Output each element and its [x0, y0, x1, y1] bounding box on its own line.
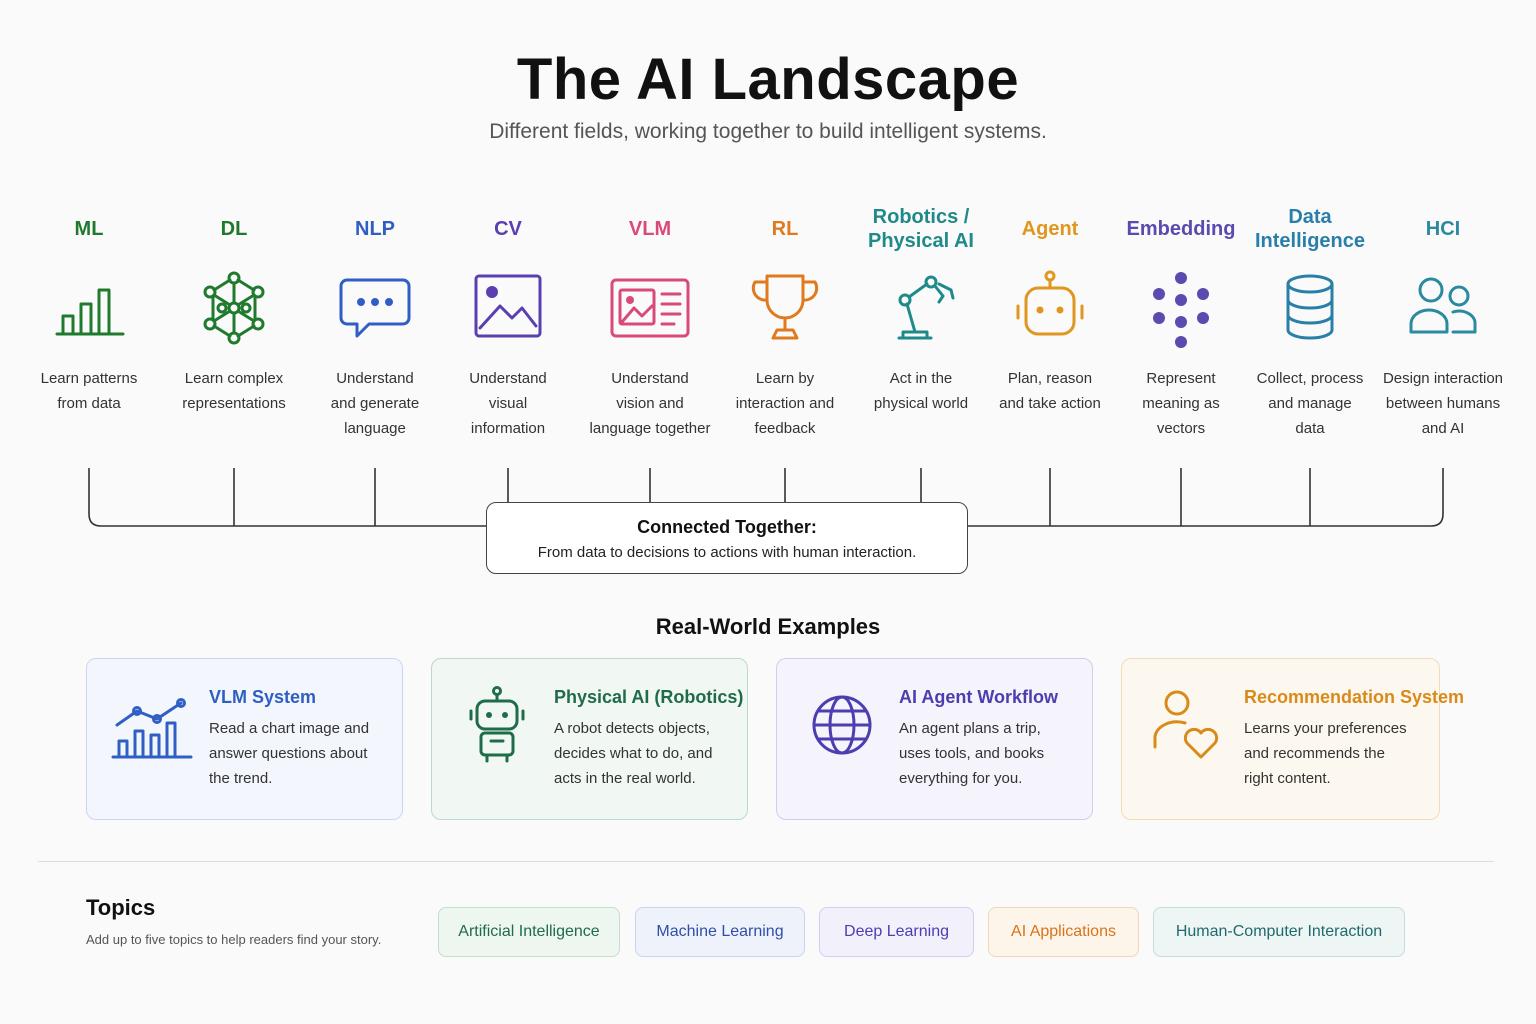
- field-desc: Collect, process and manage data: [1256, 370, 1364, 437]
- user-heart-icon: [1142, 685, 1232, 765]
- connected-title: Connected Together:: [637, 517, 817, 537]
- image-icon: [433, 258, 583, 358]
- example-card-recommendation-system[interactable]: Recommendation System Learns your prefer…: [1121, 658, 1464, 820]
- field-name: ML: [74, 218, 104, 240]
- field-name: CV: [494, 218, 522, 240]
- field-dl: DL Learn complex representations: [159, 200, 309, 416]
- example-card-vlm-system[interactable]: VLM System Read a chart image and answer…: [86, 658, 403, 820]
- field-embedding: Embedding Represent meaning as vectors: [1106, 200, 1256, 441]
- field-name: HCI: [1425, 218, 1461, 240]
- chat-bubble-icon: [300, 258, 450, 358]
- topic-tag-artificial-intelligence[interactable]: Artificial Intelligence: [438, 907, 620, 957]
- field-data-intelligence: Data Intelligence Collect, process and m…: [1235, 200, 1385, 441]
- field-nlp: NLP Understand and generate language: [300, 200, 450, 441]
- robot-head-icon: [975, 258, 1125, 358]
- globe-icon: [797, 685, 887, 765]
- example-card-physical-ai-robotics[interactable]: Physical AI (Robotics) A robot detects o…: [431, 658, 748, 820]
- field-desc: Act in the physical world: [873, 370, 969, 412]
- field-desc: Learn complex representations: [182, 370, 286, 412]
- topic-tag-machine-learning[interactable]: Machine Learning: [635, 907, 805, 957]
- field-desc: Understand and generate language: [330, 370, 420, 437]
- field-desc: Understand vision and language together: [589, 370, 711, 437]
- example-title: Recommendation System: [1244, 687, 1465, 707]
- connected-together-box: Connected Together: From data to decisio…: [486, 502, 968, 574]
- field-name: Robotics / Physical AI: [868, 206, 974, 252]
- field-name: VLM: [628, 218, 672, 240]
- field-name: DL: [220, 218, 248, 240]
- dots-cluster-icon: [1106, 258, 1256, 358]
- field-robotics-physical-ai: Robotics / Physical AI Act in the physic…: [846, 200, 996, 416]
- example-desc: Learns your preferences and recommends t…: [1244, 720, 1407, 787]
- topic-tag-ai-applications[interactable]: AI Applications: [988, 907, 1139, 957]
- image-text-icon: [575, 258, 725, 358]
- divider: [38, 861, 1494, 862]
- field-name: Agent: [1021, 218, 1079, 240]
- field-rl: RL Learn by interaction and feedback: [710, 200, 860, 441]
- users-icon: [1368, 258, 1518, 358]
- example-desc: An agent plans a trip, uses tools, and b…: [899, 720, 1045, 787]
- page-title: The AI Landscape: [516, 47, 1020, 112]
- field-desc: Learn by interaction and feedback: [735, 370, 835, 437]
- topics-hint: Add up to five topics to help readers fi…: [86, 932, 382, 947]
- example-title: Physical AI (Robotics): [554, 687, 744, 707]
- field-cv: CV Understand visual information: [433, 200, 583, 441]
- field-name: Embedding: [1126, 218, 1236, 240]
- robot-icon: [452, 685, 542, 765]
- example-title: AI Agent Workflow: [899, 687, 1058, 707]
- trophy-icon: [710, 258, 860, 358]
- field-hci: HCI Design interaction between humans an…: [1368, 200, 1518, 441]
- connected-desc: From data to decisions to actions with h…: [537, 544, 917, 561]
- field-desc: Plan, reason and take action: [999, 370, 1101, 412]
- example-card-ai-agent-workflow[interactable]: AI Agent Workflow An agent plans a trip,…: [776, 658, 1093, 820]
- neural-network-icon: [159, 258, 309, 358]
- field-ml: ML Learn patterns from data: [14, 200, 164, 416]
- field-vlm: VLM Understand vision and language toget…: [575, 200, 725, 441]
- field-agent: Agent Plan, reason and take action: [975, 200, 1125, 416]
- database-icon: [1235, 258, 1385, 358]
- field-desc: Represent meaning as vectors: [1142, 370, 1220, 437]
- bar-chart-icon: [14, 258, 164, 358]
- example-desc: Read a chart image and answer questions …: [209, 720, 370, 787]
- examples-title: Real-World Examples: [655, 614, 881, 639]
- example-desc: A robot detects objects, decides what to…: [554, 720, 713, 787]
- field-desc: Learn patterns from data: [40, 370, 138, 412]
- chart-trend-icon: [107, 685, 197, 765]
- field-name: Data Intelligence: [1254, 206, 1366, 252]
- field-desc: Design interaction between humans and AI: [1382, 370, 1504, 437]
- field-name: NLP: [355, 218, 395, 240]
- field-name: RL: [771, 218, 799, 240]
- page-subtitle: Different fields, working together to bu…: [489, 120, 1047, 143]
- field-desc: Understand visual information: [469, 370, 547, 437]
- topic-tag-deep-learning[interactable]: Deep Learning: [819, 907, 974, 957]
- topic-tag-human-computer-interaction[interactable]: Human-Computer Interaction: [1153, 907, 1405, 957]
- example-title: VLM System: [209, 687, 317, 707]
- robot-arm-icon: [846, 258, 996, 358]
- topics-title: Topics: [86, 895, 156, 920]
